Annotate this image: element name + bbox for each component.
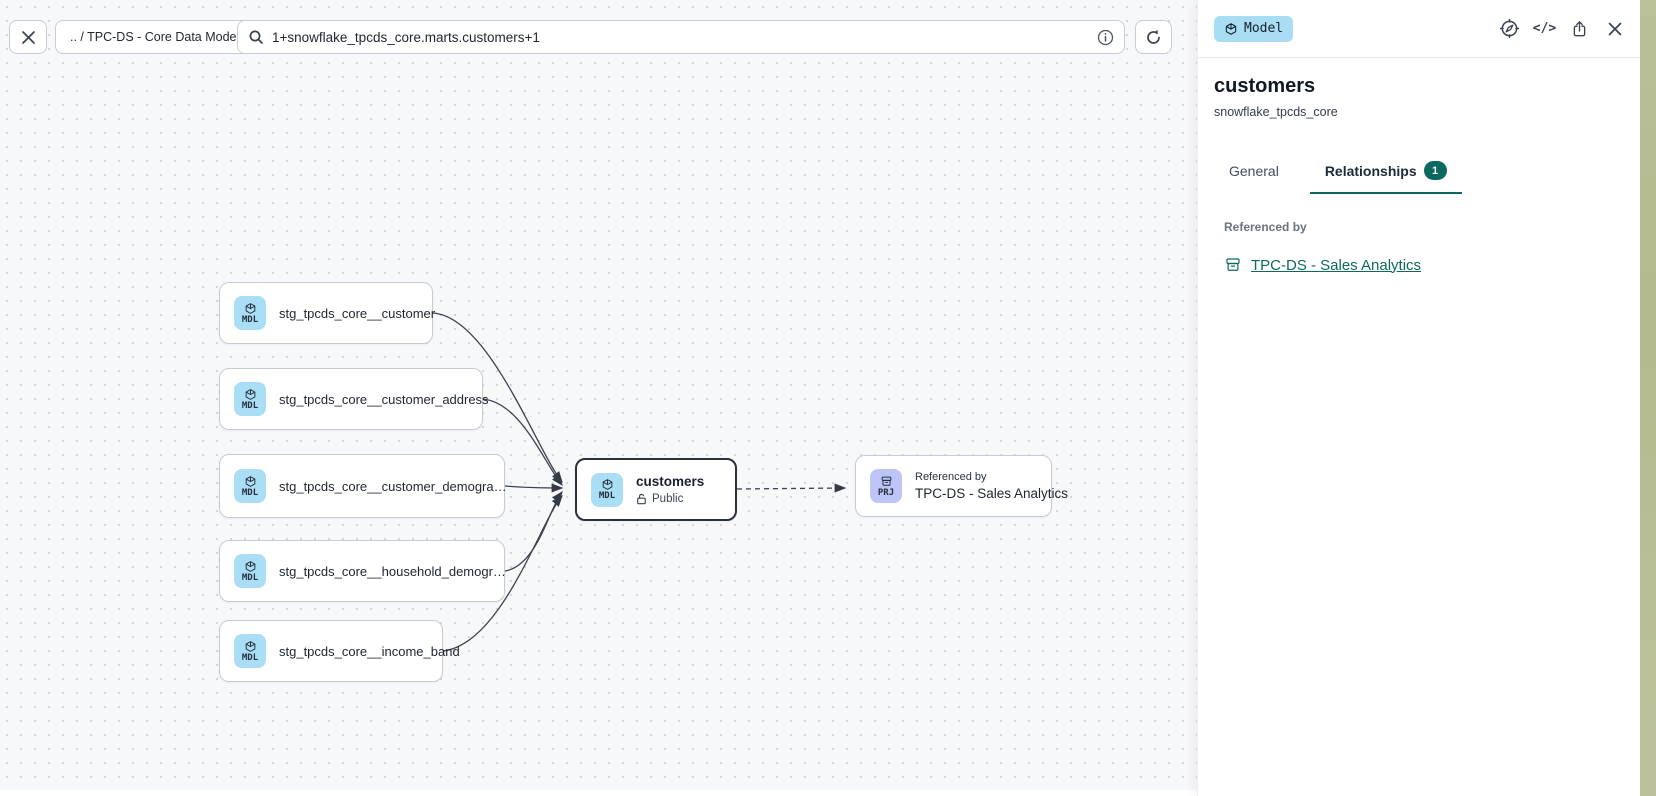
archive-icon xyxy=(881,476,891,486)
node-label: stg_tpcds_core__household_demogr… xyxy=(279,563,506,579)
archive-icon xyxy=(1226,258,1240,271)
model-node-stg-tpcds-core-customer-address[interactable]: MDL stg_tpcds_core__customer_address xyxy=(219,368,489,430)
code-icon: </> xyxy=(1532,21,1557,36)
lineage-canvas[interactable]: .. / TPC-DS - Core Data Models xyxy=(0,0,1197,790)
lineage-edges xyxy=(432,312,847,652)
node-top-label: Referenced by xyxy=(915,471,987,483)
chip-label: MDL xyxy=(598,491,616,501)
tab-label: General xyxy=(1229,162,1279,179)
node-label: stg_tpcds_core__customer_demogra… xyxy=(279,478,507,494)
view-code-button[interactable]: </> xyxy=(1532,18,1557,39)
cube-icon xyxy=(602,479,612,490)
close-panel-button[interactable] xyxy=(1604,18,1625,39)
desktop-edge-strip xyxy=(1640,0,1656,796)
chip-label: MDL xyxy=(241,487,259,498)
compass-icon xyxy=(1499,18,1520,39)
model-chip: MDL xyxy=(234,296,266,330)
cube-icon xyxy=(245,560,255,572)
close-lineage-button[interactable] xyxy=(9,20,47,54)
model-node-stg-tpcds-core-customer-demographics[interactable]: MDL stg_tpcds_core__customer_demogra… xyxy=(219,454,507,518)
model-type-label: Model xyxy=(1244,21,1284,36)
project-node-tpcds-sales-analytics[interactable]: PRJ Referenced by TPC-DS - Sales Analyti… xyxy=(855,455,1068,517)
cube-icon xyxy=(245,388,255,400)
node-label: stg_tpcds_core__customer_address xyxy=(279,391,489,407)
close-icon xyxy=(1608,22,1621,35)
refresh-button[interactable] xyxy=(1135,20,1172,54)
breadcrumb[interactable]: .. / TPC-DS - Core Data Models xyxy=(55,20,261,54)
explore-lineage-button[interactable] xyxy=(1499,18,1520,39)
node-title: customers xyxy=(636,474,705,489)
model-chip: MDL xyxy=(234,382,266,416)
chip-label: MDL xyxy=(241,314,259,325)
model-chip: MDL xyxy=(234,634,266,668)
model-type-badge: Model xyxy=(1214,15,1294,42)
close-icon xyxy=(21,30,35,44)
referenced-by-label: Referenced by xyxy=(1224,220,1307,234)
cube-icon xyxy=(245,640,255,652)
model-node-stg-tpcds-core-household-demographics[interactable]: MDL stg_tpcds_core__household_demogr… xyxy=(219,540,506,602)
node-label: stg_tpcds_core__income_band xyxy=(279,643,460,659)
panel-tabs: General Relationships 1 xyxy=(1198,149,1640,194)
model-node-stg-tpcds-core-income-band[interactable]: MDL stg_tpcds_core__income_band xyxy=(219,620,460,682)
search-input[interactable] xyxy=(272,29,1097,45)
model-node-stg-tpcds-core-customer[interactable]: MDL stg_tpcds_core__customer xyxy=(219,282,436,344)
refresh-icon xyxy=(1147,29,1160,44)
project-chip: PRJ xyxy=(870,469,902,503)
node-access-label: Public xyxy=(652,493,684,505)
chip-label: MDL xyxy=(241,400,259,411)
chip-label: PRJ xyxy=(877,487,895,498)
model-chip: MDL xyxy=(234,469,266,503)
model-chip: MDL xyxy=(234,554,266,588)
share-button[interactable] xyxy=(1569,18,1590,39)
canvas-bottom-strip xyxy=(0,790,1197,796)
panel-title: customers xyxy=(1214,75,1316,97)
public-unlock-icon xyxy=(637,493,646,505)
cube-icon xyxy=(245,475,255,487)
chip-label: MDL xyxy=(241,572,259,583)
chip-label: MDL xyxy=(241,652,259,663)
tab-general[interactable]: General xyxy=(1214,149,1294,194)
relationships-count-badge: 1 xyxy=(1423,161,1447,180)
node-label: stg_tpcds_core__customer xyxy=(279,305,436,321)
reference-project-link[interactable]: TPC-DS - Sales Analytics xyxy=(1251,256,1422,274)
panel-header: Model </> xyxy=(1198,0,1640,58)
details-panel: Model </> xyxy=(1197,0,1640,796)
search-icon xyxy=(249,30,263,44)
model-node-customers-selected[interactable]: MDL customers Public xyxy=(575,458,737,521)
info-icon[interactable] xyxy=(1097,29,1114,46)
share-icon xyxy=(1573,20,1586,36)
model-chip: MDL xyxy=(591,472,623,507)
tab-relationships[interactable]: Relationships 1 xyxy=(1309,149,1462,194)
node-label: TPC-DS - Sales Analytics xyxy=(915,486,1069,501)
reference-link-row[interactable]: TPC-DS - Sales Analytics xyxy=(1224,256,1614,274)
tab-label: Relationships xyxy=(1324,162,1417,179)
panel-subtitle: snowflake_tpcds_core xyxy=(1214,105,1338,119)
lineage-search-bar xyxy=(237,20,1125,54)
cube-icon xyxy=(245,302,255,314)
cube-icon xyxy=(1225,22,1237,35)
